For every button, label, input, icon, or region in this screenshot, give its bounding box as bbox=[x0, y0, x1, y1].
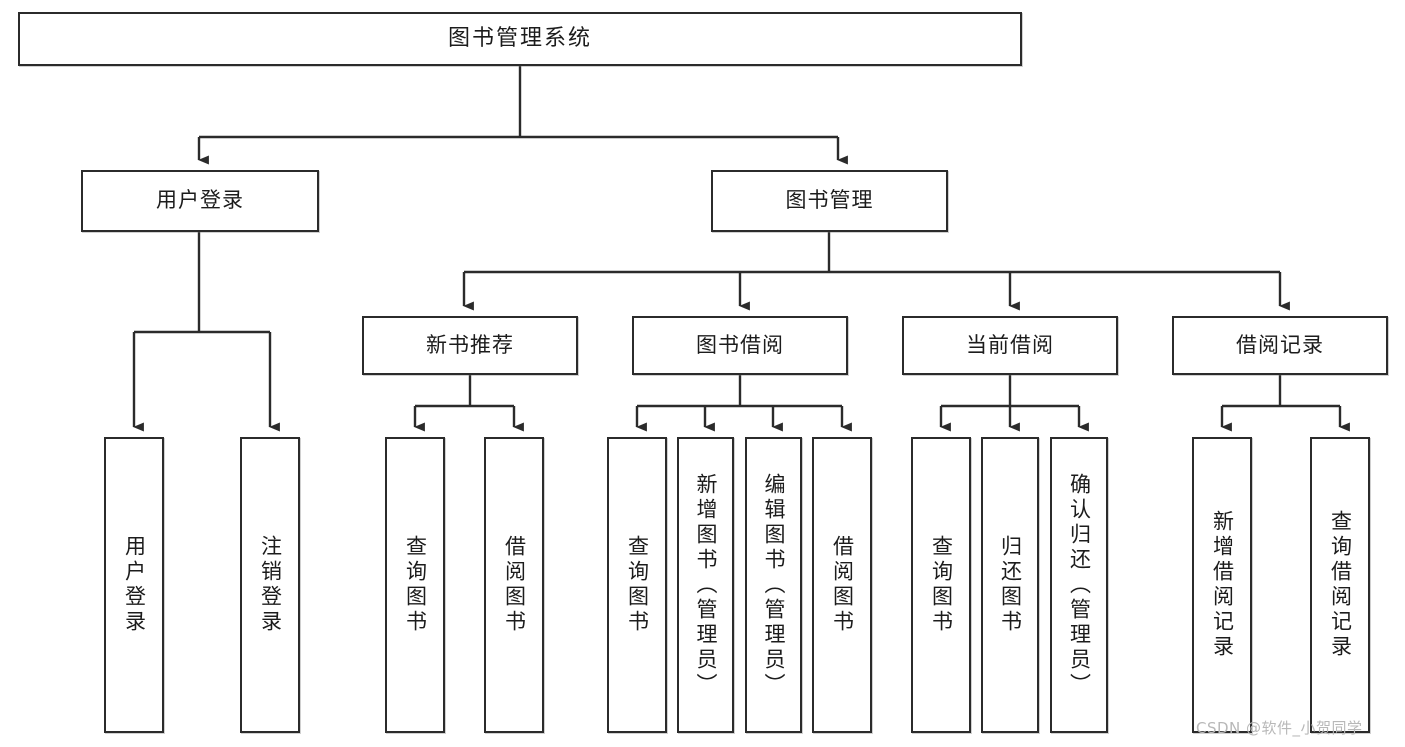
node-leaf-query-book-borrow[interactable]: 查询图书 bbox=[607, 437, 667, 733]
node-label: 图书管理系统 bbox=[447, 25, 592, 51]
node-leaf-query-borrow-record[interactable]: 查询借阅记录 bbox=[1310, 437, 1370, 733]
node-label: 借阅图书 bbox=[502, 535, 527, 635]
node-label: 查询借阅记录 bbox=[1328, 510, 1353, 660]
node-label: 查询图书 bbox=[625, 535, 650, 635]
node-root-book-management-system[interactable]: 图书管理系统 bbox=[18, 12, 1022, 66]
node-label: 新增借阅记录 bbox=[1210, 510, 1235, 660]
node-label: 查询图书 bbox=[403, 535, 428, 635]
node-label: 编辑图书（管理员） bbox=[762, 472, 786, 698]
node-label: 确认归还（管理员） bbox=[1067, 472, 1092, 698]
node-leaf-query-book-recommend[interactable]: 查询图书 bbox=[385, 437, 445, 733]
node-leaf-borrow-book[interactable]: 借阅图书 bbox=[812, 437, 872, 733]
csdn-watermark: CSDN @软件_小贺同学 bbox=[1196, 719, 1363, 737]
node-leaf-query-book-current[interactable]: 查询图书 bbox=[911, 437, 971, 733]
node-label: 当前借阅 bbox=[966, 332, 1054, 357]
node-borrow-record[interactable]: 借阅记录 bbox=[1172, 316, 1388, 375]
node-user-login[interactable]: 用户登录 bbox=[81, 170, 319, 232]
node-leaf-return-book[interactable]: 归还图书 bbox=[981, 437, 1039, 733]
node-label: 新书推荐 bbox=[426, 332, 514, 357]
node-leaf-borrow-book-recommend[interactable]: 借阅图书 bbox=[484, 437, 544, 733]
node-book-management[interactable]: 图书管理 bbox=[711, 170, 948, 232]
node-label: 查询图书 bbox=[929, 535, 954, 635]
node-leaf-add-book-admin[interactable]: 新增图书（管理员） bbox=[677, 437, 734, 733]
node-book-borrow[interactable]: 图书借阅 bbox=[632, 316, 848, 375]
node-label: 新增图书（管理员） bbox=[694, 472, 718, 698]
node-label: 归还图书 bbox=[998, 535, 1023, 635]
node-label: 图书管理 bbox=[785, 188, 874, 213]
node-leaf-user-login[interactable]: 用户登录 bbox=[104, 437, 164, 733]
node-label: 用户登录 bbox=[156, 188, 244, 213]
node-current-borrow[interactable]: 当前借阅 bbox=[902, 316, 1118, 375]
node-label: 借阅记录 bbox=[1236, 332, 1324, 357]
node-label: 图书借阅 bbox=[696, 332, 784, 357]
node-new-book-recommend[interactable]: 新书推荐 bbox=[362, 316, 578, 375]
node-leaf-add-borrow-record[interactable]: 新增借阅记录 bbox=[1192, 437, 1252, 733]
node-label: 注销登录 bbox=[258, 535, 283, 635]
node-label: 借阅图书 bbox=[830, 535, 855, 635]
node-leaf-confirm-return-admin[interactable]: 确认归还（管理员） bbox=[1050, 437, 1108, 733]
node-leaf-logout-login[interactable]: 注销登录 bbox=[240, 437, 300, 733]
node-leaf-edit-book-admin[interactable]: 编辑图书（管理员） bbox=[745, 437, 802, 733]
node-label: 用户登录 bbox=[122, 535, 147, 635]
